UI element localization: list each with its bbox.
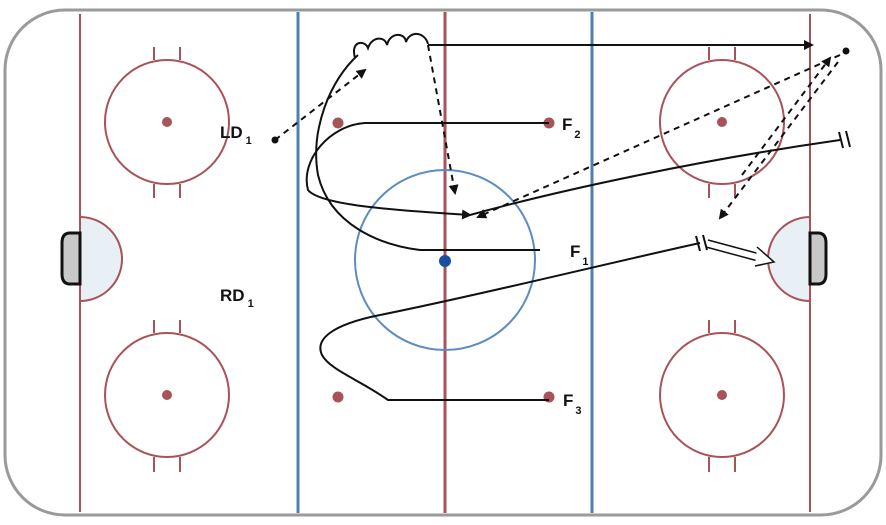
label-f1: F1: [570, 242, 589, 268]
f1-skate-path: [315, 54, 540, 251]
goal-crease-left: [79, 215, 123, 303]
center-dot: [439, 255, 451, 267]
shot-arrow-hollow: [705, 239, 776, 267]
stop-mark-lower-1: [695, 235, 701, 252]
wavy-puck-carry: [353, 33, 429, 59]
ld-dashed-pass: [274, 68, 367, 141]
stop-mark-upper-1: [838, 131, 844, 149]
f2-skate-path: [305, 122, 549, 220]
net-left: [60, 231, 82, 286]
neutral-dot-top-left: [332, 117, 344, 129]
faceoff-circle-bottom-right: [659, 320, 785, 472]
neutral-dot-bottom-left: [332, 391, 344, 403]
faceoff-circle-bottom-left: [104, 320, 230, 472]
f3-skate-path: [319, 242, 701, 401]
faceoff-circle-top-left: [104, 47, 230, 198]
dashed-drop-pass: [427, 44, 459, 195]
label-f2: F2: [562, 115, 581, 141]
center-circle: [354, 169, 536, 351]
stop-mark-upper-2: [845, 130, 851, 148]
faceoff-circle-top-right: [659, 47, 785, 198]
net-right: [808, 231, 828, 286]
right-corner-dot: [842, 47, 850, 55]
dashed-pass-to-center: [476, 54, 841, 219]
dashed-pass-up-corner: [741, 56, 832, 176]
shot-line-upper: [469, 139, 841, 216]
label-f3: F3: [563, 391, 582, 417]
